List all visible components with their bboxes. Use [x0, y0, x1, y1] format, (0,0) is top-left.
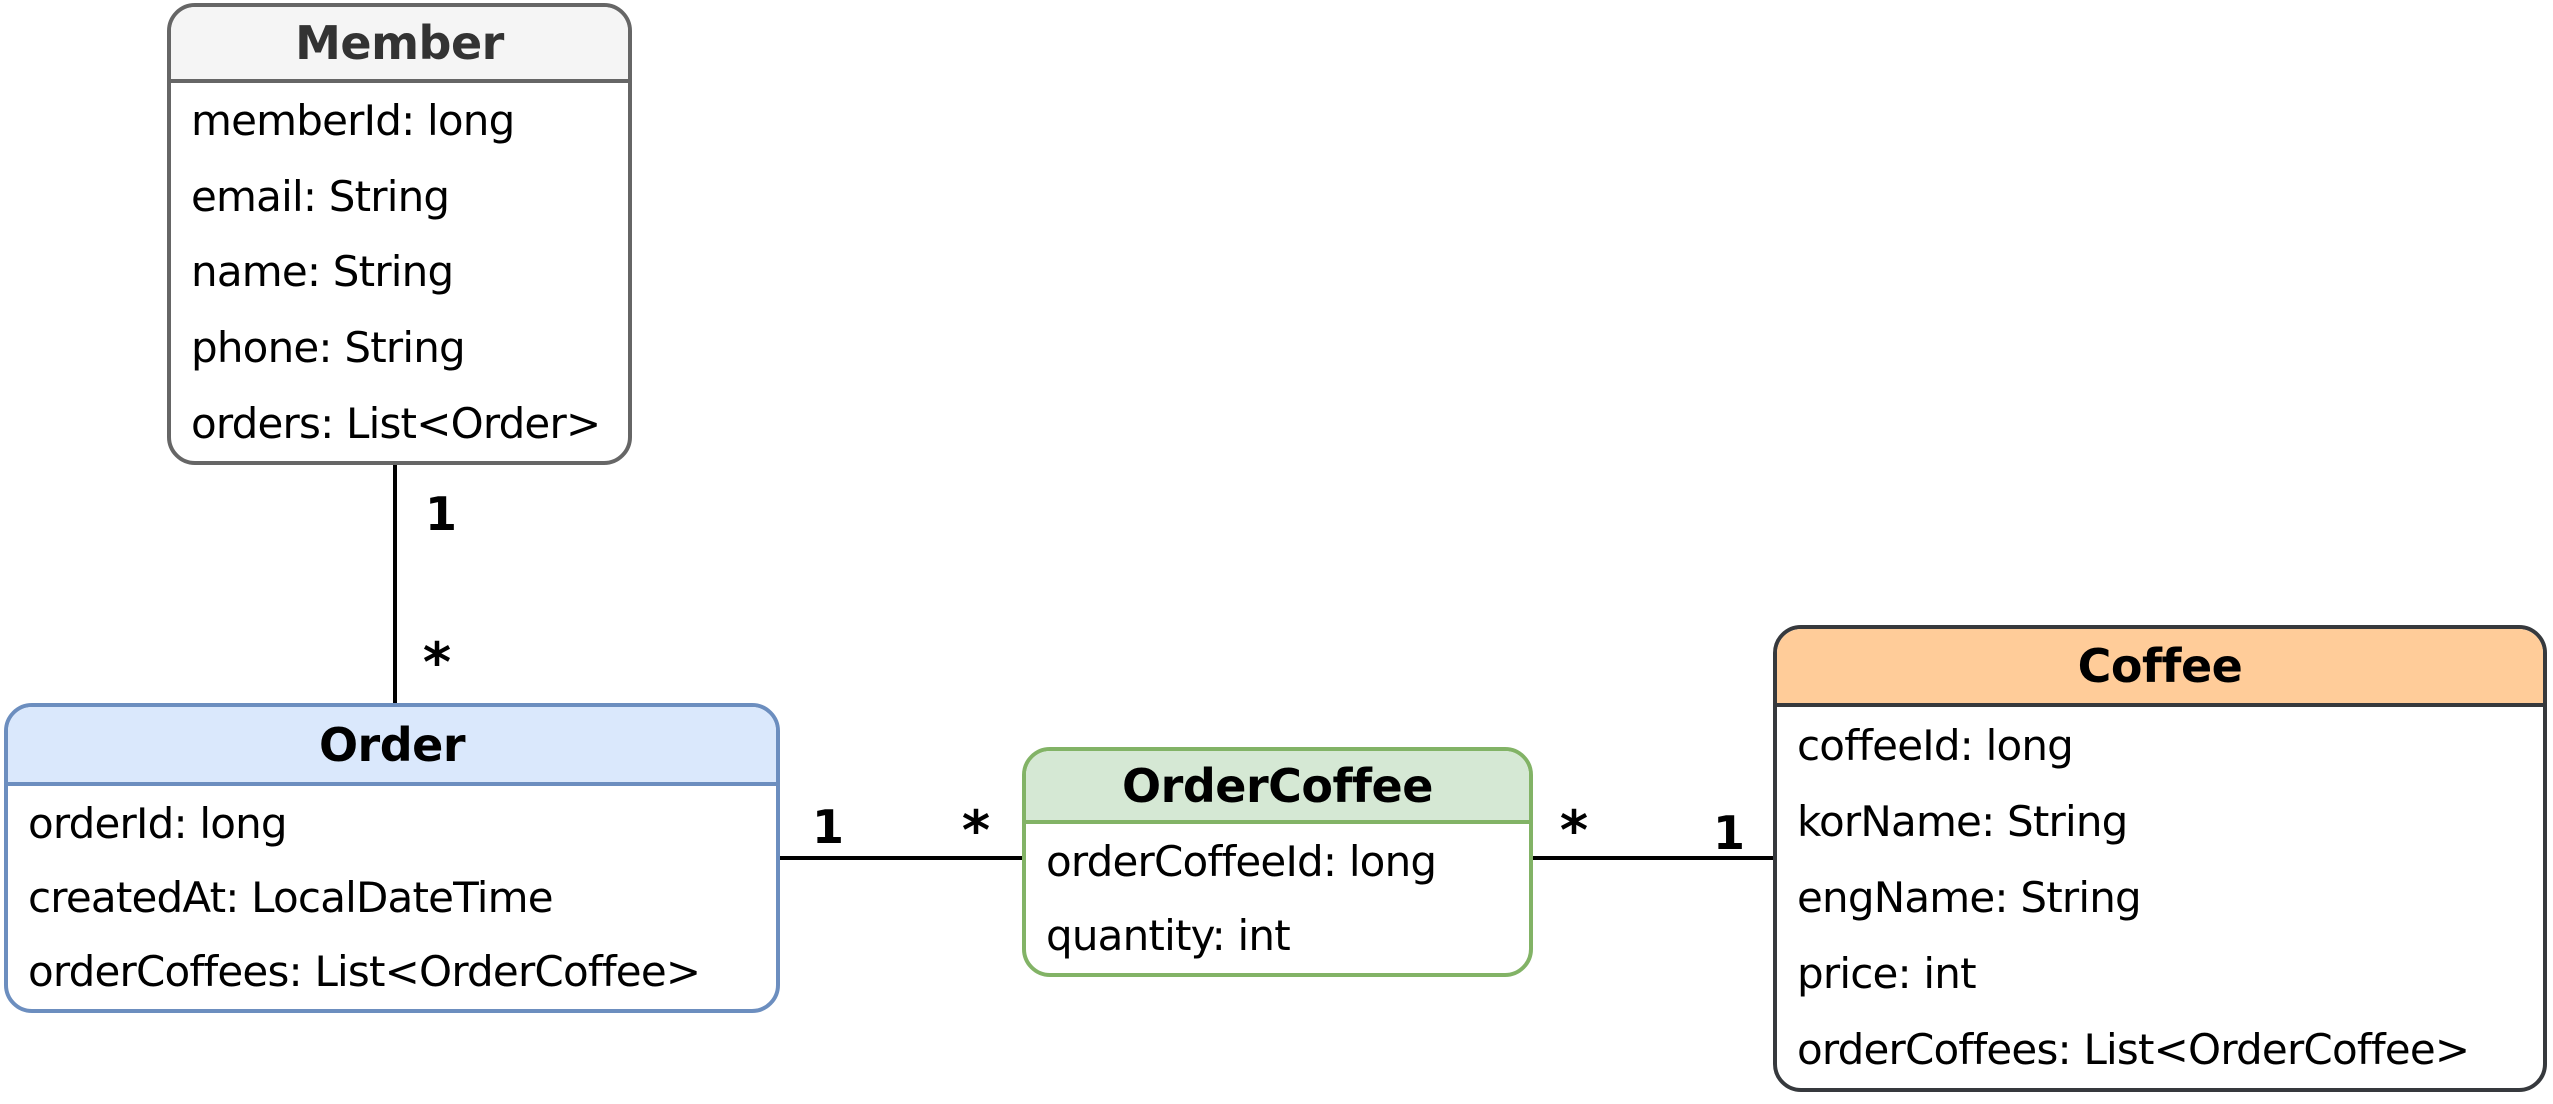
connector-ordercoffee-coffee [1531, 856, 1775, 860]
entity-ordercoffee: OrderCoffee orderCoffeeId: long quantity… [1022, 747, 1533, 977]
entity-title: Coffee [2077, 639, 2243, 693]
entity-coffee: Coffee coffeeId: long korName: String en… [1773, 625, 2547, 1092]
attribute-row: memberId: long [191, 96, 515, 146]
attribute-row: coffeeId: long [1797, 720, 2074, 770]
attribute-row: orderCoffees: List<OrderCoffee> [1797, 1025, 2470, 1075]
entity-header: Coffee [1777, 629, 2543, 707]
entity-header: Order [8, 707, 776, 786]
multiplicity-label: * [422, 630, 452, 694]
attribute-row: orders: List<Order> [191, 398, 601, 448]
attribute-row: price: int [1797, 949, 1977, 999]
multiplicity-label: * [1559, 798, 1589, 862]
entity-title: Member [295, 16, 504, 70]
connector-order-ordercoffee [778, 856, 1024, 860]
attribute-row: engName: String [1797, 873, 2142, 922]
multiplicity-label: * [961, 798, 991, 862]
multiplicity-label: 1 [424, 487, 458, 541]
entity-title: OrderCoffee [1122, 758, 1433, 813]
entity-header: OrderCoffee [1026, 751, 1529, 824]
multiplicity-label: 1 [811, 800, 845, 854]
entity-attribute-list: coffeeId: long korName: String engName: … [1777, 707, 2543, 1088]
attribute-row: orderId: long [28, 798, 288, 848]
attribute-row: email: String [191, 171, 450, 221]
entity-attribute-list: orderId: long createdAt: LocalDateTime o… [8, 786, 776, 1009]
entity-attribute-list: orderCoffeeId: long quantity: int [1026, 824, 1529, 973]
attribute-row: phone: String [191, 323, 466, 373]
attribute-row: orderCoffees: List<OrderCoffee> [28, 947, 701, 997]
attribute-row: orderCoffeeId: long [1046, 836, 1437, 886]
attribute-row: korName: String [1797, 796, 2128, 846]
entity-member: Member memberId: long email: String name… [167, 3, 632, 465]
entity-attribute-list: memberId: long email: String name: Strin… [171, 83, 628, 461]
attribute-row: name: String [191, 247, 454, 297]
entity-order: Order orderId: long createdAt: LocalDate… [4, 703, 780, 1013]
entity-title: Order [318, 717, 466, 772]
connector-member-order [393, 465, 397, 705]
entity-header: Member [171, 7, 628, 83]
multiplicity-label: 1 [1712, 806, 1746, 860]
attribute-row: quantity: int [1046, 911, 1291, 961]
attribute-row: createdAt: LocalDateTime [28, 872, 554, 922]
